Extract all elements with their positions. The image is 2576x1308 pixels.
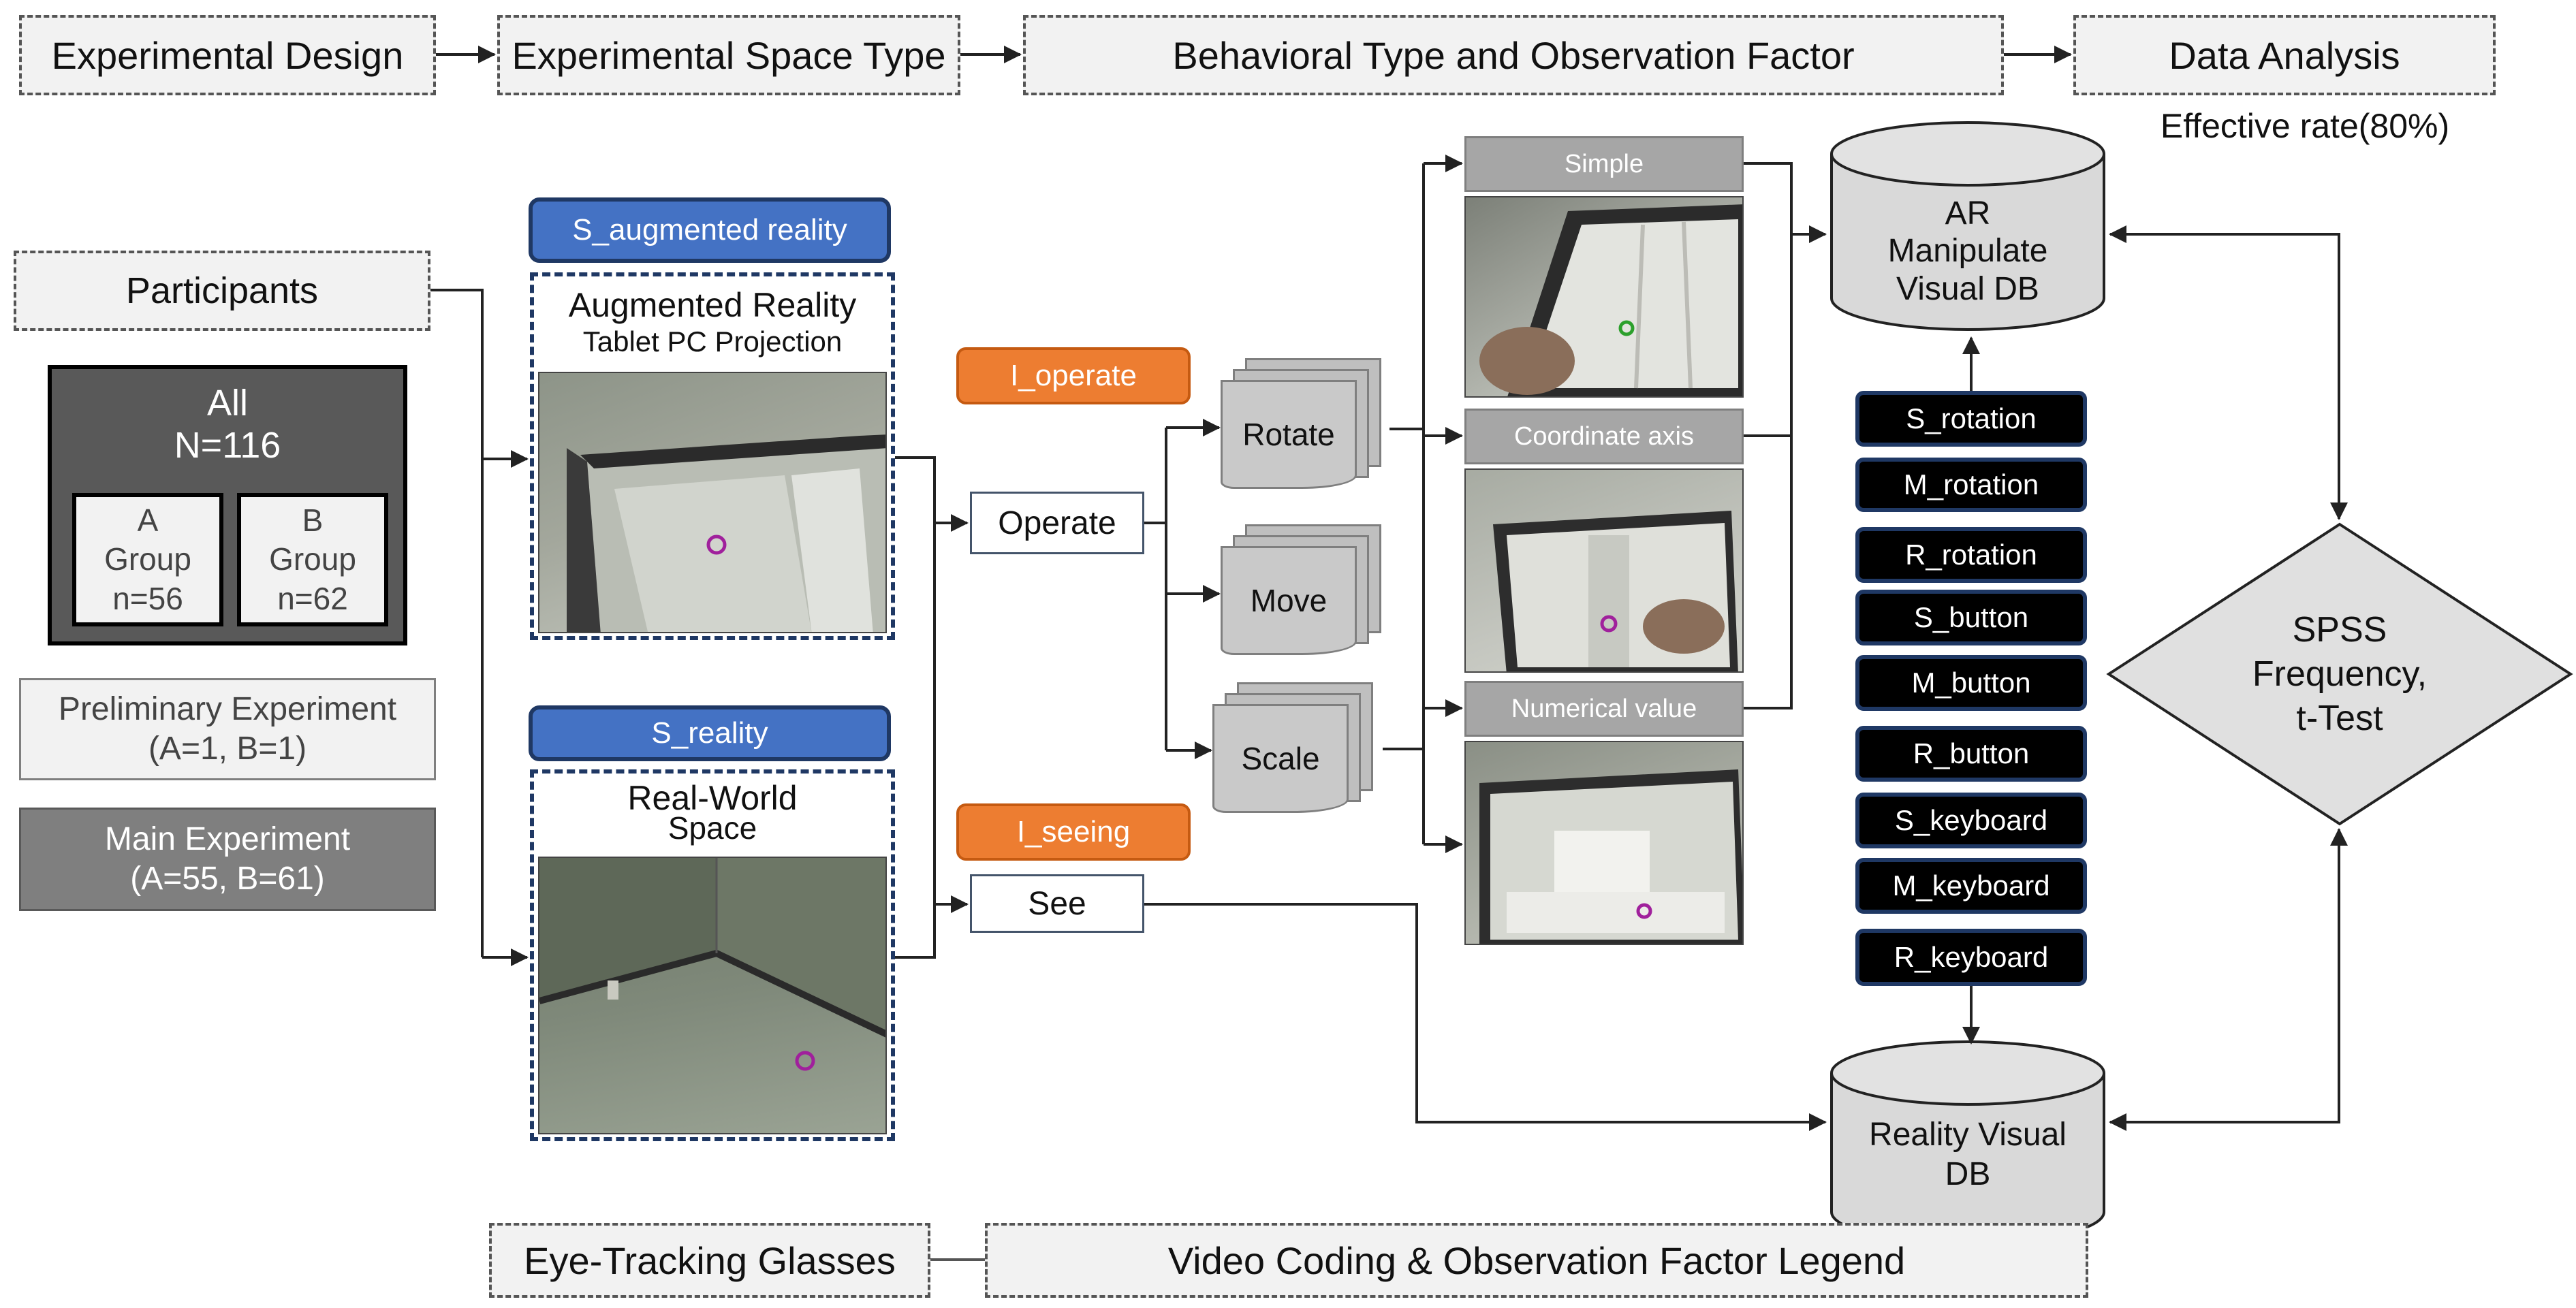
tag-i-operate: I_operate [956, 347, 1191, 404]
factor-s-rotation: S_rotation [1855, 391, 2087, 447]
reality-space-title: Real-World [627, 779, 798, 817]
factor-r-button: R_button [1855, 726, 2087, 782]
video-coding-legend-box: Video Coding & Observation Factor Legend [985, 1223, 2088, 1298]
factor-s-keyboard: S_keyboard [1855, 793, 2087, 848]
tag-simple: Simple [1464, 136, 1744, 192]
factor-r-rotation: R_rotation [1855, 527, 2087, 583]
ar-space-subtitle: Tablet PC Projection [582, 325, 843, 357]
rotate-doc-stack: Rotate [1221, 358, 1391, 494]
gaze-marker-icon [706, 535, 727, 555]
move-doc-stack: Move [1221, 524, 1391, 660]
ar-database-cylinder: AR Manipulate Visual DB [1828, 120, 2107, 334]
preliminary-experiment-box: Preliminary Experiment (A=1, B=1) [19, 678, 436, 780]
reality-space-photo [538, 857, 887, 1134]
main-experiment-box: Main Experiment (A=55, B=61) [19, 808, 436, 911]
eye-tracking-glasses-box: Eye-Tracking Glasses [489, 1223, 930, 1298]
ar-space-title: Augmented Reality [568, 286, 857, 324]
simple-mode-photo [1464, 196, 1744, 398]
see-node: See [970, 874, 1144, 933]
gaze-marker-icon [1600, 615, 1618, 633]
all-participants-panel: All N=116 A Group n=56 B Group n=62 [48, 365, 407, 645]
header-behavioral: Behavioral Type and Observation Factor [1023, 15, 2004, 95]
tag-numerical-value: Numerical value [1464, 681, 1744, 737]
reality-space-frame: Real-World Space [530, 769, 895, 1141]
factor-m-button: M_button [1855, 655, 2087, 711]
group-b-box: B Group n=62 [237, 493, 388, 626]
tag-coordinate-axis: Coordinate axis [1464, 409, 1744, 464]
reality-room-image [539, 858, 885, 1071]
reality-database-cylinder: Reality Visual DB [1828, 1039, 2107, 1247]
factor-r-keyboard: R_keyboard [1855, 929, 2087, 986]
coordinate-axis-photo [1464, 468, 1744, 673]
scale-doc-stack: Scale [1212, 682, 1383, 818]
tag-s-reality: S_reality [529, 705, 891, 761]
gaze-marker-icon [795, 1051, 815, 1071]
factor-s-button: S_button [1855, 590, 2087, 645]
gaze-marker-icon [1618, 320, 1635, 336]
header-experimental-design: Experimental Design [19, 15, 436, 95]
numerical-tablet-image [1479, 769, 1742, 944]
spss-analysis-diamond: SPSS Frequency, t-Test [2106, 522, 2573, 827]
operate-node: Operate [970, 492, 1144, 554]
reality-space-subtitle: Space [667, 810, 757, 846]
participants-box: Participants [14, 251, 430, 331]
tag-s-augmented-reality: S_augmented reality [529, 197, 891, 263]
total-count: N=116 [174, 425, 281, 466]
factor-m-rotation: M_rotation [1855, 458, 2087, 512]
ar-space-photo [538, 372, 887, 633]
effective-rate-label: Effective rate(80%) [2160, 107, 2450, 145]
tag-i-seeing: I_seeing [956, 803, 1191, 861]
header-data-analysis: Data Analysis [2073, 15, 2496, 95]
simple-tablet-image [1479, 204, 1742, 396]
numerical-value-photo [1464, 741, 1744, 945]
ar-space-frame: Augmented Reality Tablet PC Projection [530, 272, 895, 640]
all-label: All [206, 383, 248, 424]
ar-tablet-image [567, 434, 885, 632]
group-a-box: A Group n=56 [72, 493, 223, 626]
coordinate-tablet-image [1493, 511, 1738, 671]
factor-m-keyboard: M_keyboard [1855, 858, 2087, 914]
header-space-type: Experimental Space Type [497, 15, 960, 95]
